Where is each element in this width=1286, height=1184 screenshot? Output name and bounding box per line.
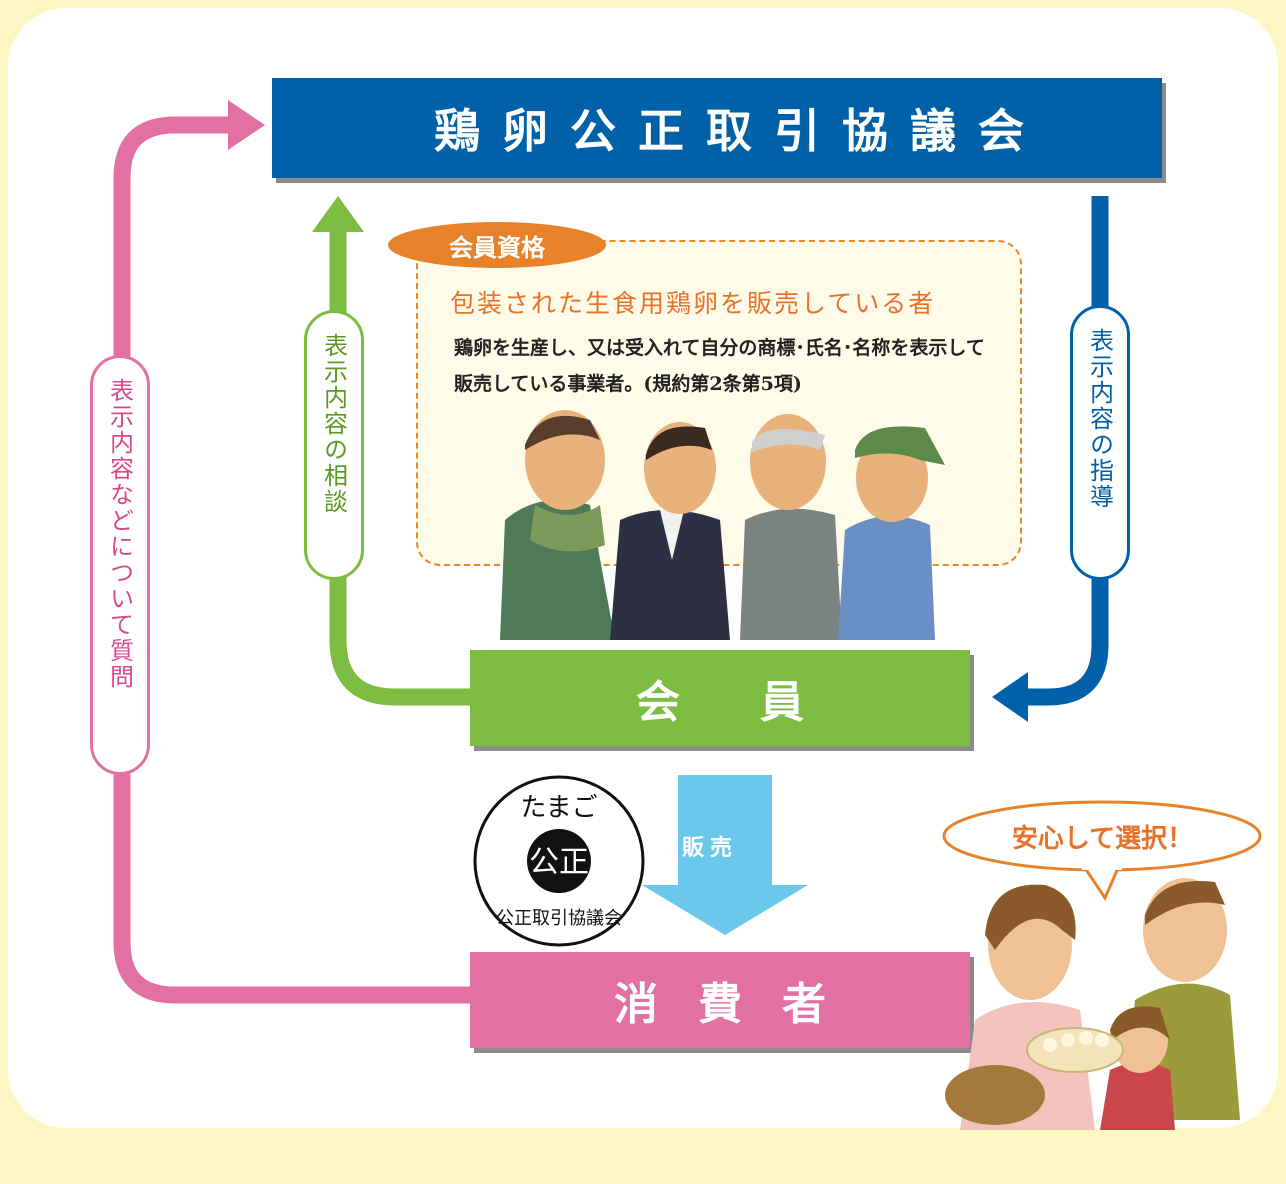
- guidance-arrow-head: [992, 672, 1028, 722]
- consumer-title: 消費者: [614, 979, 866, 1030]
- farmer-figure: [500, 410, 615, 640]
- consumer-box: 消費者: [470, 952, 970, 1048]
- businessman-figure: [610, 422, 730, 640]
- speech-text: 安心して選択！: [1011, 824, 1194, 854]
- consultation-flow-line: [329, 232, 470, 706]
- seal-bottom-text: 公正取引協議会: [496, 908, 622, 928]
- guidance-flow-line: [1025, 196, 1109, 706]
- question-label: 表示内容などについて質問: [90, 355, 150, 775]
- certification-seal-icon: 公正 たまご 公正取引協議会: [473, 775, 645, 947]
- elder-worker-figure: [740, 414, 842, 640]
- qualification-heading: 包装された生食用鶏卵を販売している者: [450, 289, 936, 318]
- child-figure: [1100, 1006, 1175, 1130]
- seal-top-text: たまご: [520, 792, 597, 822]
- guidance-label: 表示内容の指導: [1070, 305, 1130, 580]
- seal-center-text: 公正: [529, 846, 589, 879]
- consultation-arrow-head: [312, 196, 364, 232]
- mother-figure: [945, 884, 1095, 1130]
- question-arrow-head: [228, 100, 265, 150]
- qualification-tag: 会員資格: [388, 222, 606, 268]
- member-box: 会員: [470, 650, 970, 746]
- cap-worker-figure: [838, 426, 945, 640]
- sale-arrow: [642, 775, 808, 935]
- consultation-label: 表示内容の相談: [304, 310, 364, 580]
- egg-pack-icon: [1026, 1027, 1124, 1073]
- member-title: 会員: [636, 677, 884, 728]
- organization-box: 鶏卵公正取引協議会: [272, 78, 1162, 178]
- sale-label: 販売: [682, 836, 739, 861]
- qualification-body: 鶏卵を生産し、又は受入れて自分の商標･氏名･名称を表示して販売している事業者。(…: [454, 337, 985, 395]
- organization-title: 鶏卵公正取引協議会: [434, 104, 1046, 158]
